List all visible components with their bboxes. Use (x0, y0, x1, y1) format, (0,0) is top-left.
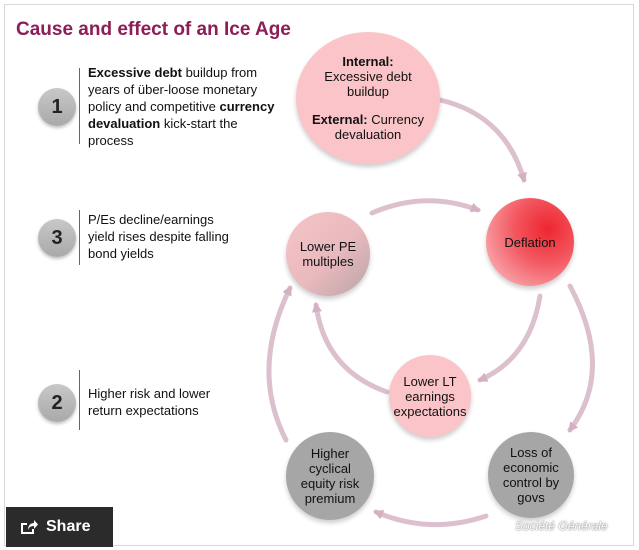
share-label: Share (46, 518, 91, 535)
step-divider (79, 68, 80, 144)
internal-label: Internal: (342, 54, 394, 69)
arrow-deflation-to-lower-lt (477, 293, 543, 383)
step-number-badge: 2 (38, 384, 76, 422)
step-text-bold: Excessive debt (88, 65, 182, 80)
figure-title: Cause and effect of an Ice Age (16, 19, 291, 40)
lower-lt-earnings-node: Lower LT earnings expectations (389, 355, 471, 437)
step-divider (79, 370, 80, 430)
arrow-top-to-deflation (437, 97, 527, 183)
step-text-bold: currency devaluation (88, 99, 275, 131)
deflation-node: Deflation (486, 198, 574, 286)
internal-text: Excessive debt buildup (324, 69, 412, 99)
deflation-label: Deflation (504, 234, 556, 250)
loss-of-control-label: Loss of economic control by govs (502, 445, 560, 505)
loss-of-control-node: Loss of economic control by govs (488, 432, 574, 518)
step-text: P/Es decline/earnings yield rises despit… (88, 211, 238, 262)
arrow-deflation-to-loss (567, 283, 595, 433)
step-text: Excessive debt buildup from years of übe… (88, 64, 278, 149)
cause-node-internal-external: Internal: Excessive debt buildup Externa… (296, 32, 440, 164)
step-text-run: P/Es decline/earnings yield rises despit… (88, 212, 229, 261)
step-divider (79, 210, 80, 265)
step-text-run: Higher risk and lower return expectation… (88, 386, 211, 418)
lower-pe-node: Lower PE multiples (286, 212, 370, 296)
step-text-run: kick-start the process (88, 116, 238, 148)
step-number-badge: 3 (38, 219, 76, 257)
equity-risk-premium-node: Higher cyclical equity risk premium (286, 432, 374, 520)
step-number-badge: 1 (38, 88, 76, 126)
lower-lt-earnings-label: Lower LT earnings expectations (393, 373, 467, 419)
figure-frame (4, 4, 634, 546)
share-icon (21, 520, 38, 534)
step-text: Higher risk and lower return expectation… (88, 385, 238, 419)
external-line: External: Currency devaluation (303, 112, 433, 142)
lower-pe-label: Lower PE multiples (299, 239, 357, 269)
step-text-run: buildup from years of über-loose monetar… (88, 65, 258, 114)
equity-risk-premium-label: Higher cyclical equity risk premium (300, 446, 360, 506)
arrow-loss-to-risk (373, 509, 489, 528)
source-credit: Société Générale (515, 519, 608, 533)
arrow-risk-to-pe (266, 285, 293, 443)
arrow-lower-lt-to-pe (312, 302, 390, 395)
external-label: External: (312, 112, 368, 127)
arrow-pe-to-deflation (369, 198, 481, 216)
share-button[interactable]: Share (6, 507, 113, 547)
external-text: Currency devaluation (334, 112, 424, 142)
